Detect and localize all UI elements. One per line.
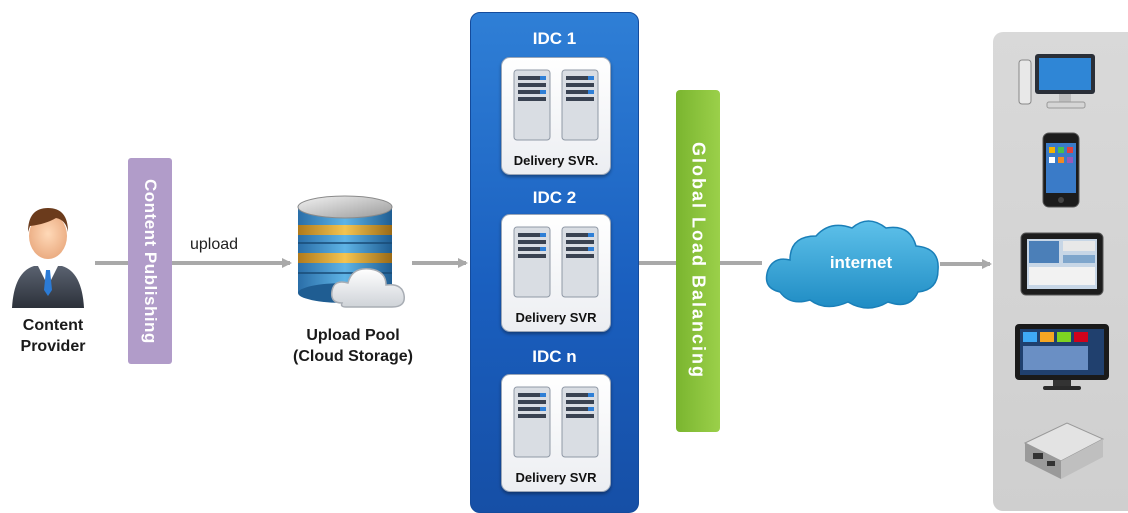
tablet-icon — [1020, 232, 1104, 296]
smartphone-icon — [1042, 132, 1080, 208]
idc-n-server-label: Delivery SVR — [515, 470, 597, 485]
set-top-box-icon — [1023, 422, 1105, 479]
content-publishing-label: Content Publishing — [141, 178, 160, 344]
idc-panel: IDC 1 Delivery SVR. IDC 2 — [470, 12, 639, 513]
content-publishing-bar: Content Publishing — [128, 158, 172, 364]
client-devices-panel — [993, 32, 1128, 511]
idc-2-title: IDC 2 — [532, 188, 577, 207]
server-rack-icon — [513, 226, 599, 298]
upload-arrow-label: upload — [190, 236, 239, 253]
idc-n-title: IDC n — [532, 347, 577, 366]
content-provider-person-icon — [12, 208, 84, 308]
idc-1-title: IDC 1 — [532, 29, 577, 48]
idc-1-delivery-server: Delivery SVR. — [501, 57, 611, 175]
server-rack-icon — [513, 386, 599, 458]
content-provider-label: Content Provider — [20, 317, 86, 355]
idc-2-server-label: Delivery SVR — [515, 310, 597, 325]
global-load-balancing-label: Global Load Balancing — [688, 142, 709, 380]
upload-pool-label: Upload Pool (Cloud Storage) — [293, 327, 413, 365]
desktop-computer-icon — [1018, 54, 1095, 109]
internet-cloud-icon — [765, 220, 939, 309]
internet-label: internet — [829, 253, 893, 272]
smart-tv-icon — [1015, 324, 1109, 390]
global-load-balancing-bar: Global Load Balancing — [676, 90, 720, 432]
idc-2-delivery-server: Delivery SVR — [501, 214, 611, 332]
cloud-storage-database-icon — [297, 195, 405, 308]
idc-1-server-label: Delivery SVR. — [513, 153, 599, 168]
server-rack-icon — [513, 69, 599, 141]
idc-n-delivery-server: Delivery SVR — [501, 374, 611, 492]
